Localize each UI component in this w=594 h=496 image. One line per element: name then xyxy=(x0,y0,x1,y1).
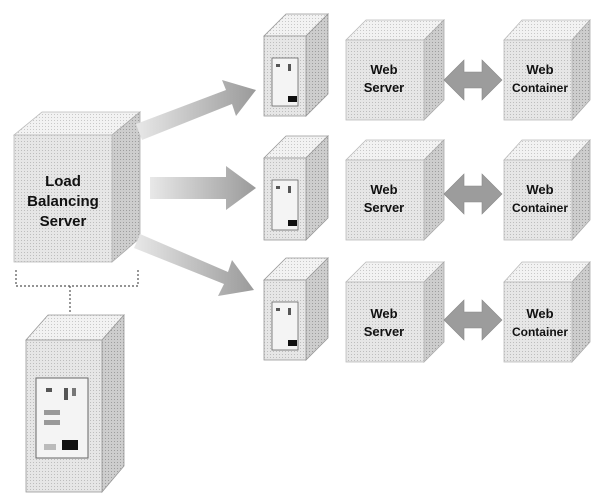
double-arrow-row-3 xyxy=(443,299,503,341)
web-server-box-row-1: Web Server xyxy=(345,19,445,121)
web-server-label-line2: Server xyxy=(364,200,404,215)
web-server-box-row-2: Web Server xyxy=(345,139,445,241)
web-container-label-line1: Web xyxy=(526,306,553,321)
backup-server-tower xyxy=(25,313,125,494)
server-tower-row-3 xyxy=(263,257,329,361)
web-container-label-line2: Container xyxy=(512,325,568,339)
lb-label-line3: Server xyxy=(40,213,87,230)
arrow-to-row-2 xyxy=(150,166,256,210)
web-container-label-line2: Container xyxy=(512,81,568,95)
arrow-to-row-3 xyxy=(134,234,254,296)
web-server-label-line1: Web xyxy=(370,306,397,321)
lb-label-line2: Balancing xyxy=(27,193,99,210)
web-container-box-row-3: Web Container xyxy=(503,260,591,364)
backup-connector xyxy=(15,270,139,312)
web-server-label-line1: Web xyxy=(370,62,397,77)
server-tower-row-1 xyxy=(263,13,329,117)
server-tower-row-2 xyxy=(263,135,329,241)
web-container-label-line1: Web xyxy=(526,182,553,197)
double-arrow-row-2 xyxy=(443,173,503,215)
web-container-box-row-2: Web Container xyxy=(503,138,591,242)
distribution-arrows xyxy=(134,80,256,296)
double-arrow-row-1 xyxy=(443,59,503,101)
web-container-label-line1: Web xyxy=(526,62,553,77)
web-container-label-line2: Container xyxy=(512,201,568,215)
arrow-to-row-1 xyxy=(136,80,256,140)
web-server-label-line1: Web xyxy=(370,182,397,197)
web-server-box-row-3: Web Server xyxy=(345,261,445,363)
web-server-label-line2: Server xyxy=(364,80,404,95)
web-server-label-line2: Server xyxy=(364,324,404,339)
web-container-box-row-1: Web Container xyxy=(503,18,591,122)
load-balancing-server: Load Balancing Server xyxy=(12,111,142,263)
lb-label-line1: Load xyxy=(45,173,81,190)
